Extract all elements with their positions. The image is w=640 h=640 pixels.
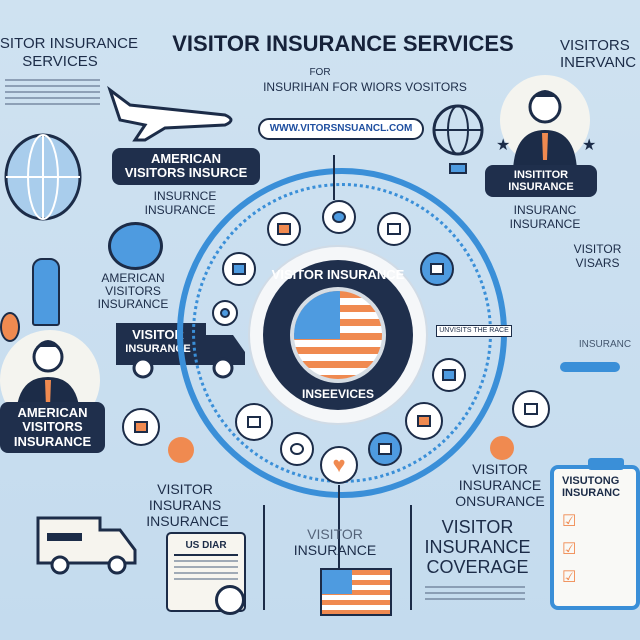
coverage-heading-3: COVERAGE bbox=[426, 557, 529, 577]
text-lines-top-left bbox=[5, 75, 100, 109]
heart-icon[interactable]: ♥ bbox=[320, 446, 358, 484]
right-small-label: INSURANC bbox=[578, 339, 632, 350]
coverage-heading-1: VISITOR bbox=[441, 517, 514, 537]
right-visas-2: VISARS bbox=[575, 256, 620, 270]
left-sub-2: INSURANCE bbox=[144, 203, 216, 217]
badge-line: INSITITOR bbox=[513, 169, 569, 181]
chart-icon[interactable] bbox=[122, 408, 160, 446]
bottom-mid-left-3: INSURANCE bbox=[146, 513, 229, 529]
connector-line bbox=[410, 505, 412, 610]
badge-line: AMERICAN bbox=[150, 151, 222, 166]
traveler-icon bbox=[32, 258, 60, 326]
shop-icon[interactable] bbox=[222, 252, 256, 286]
bottom-right-top-1: VISITOR bbox=[472, 461, 528, 477]
plane-small-icon[interactable] bbox=[368, 432, 402, 466]
bottom-center-2: INSURANCE bbox=[293, 542, 377, 558]
person-icon bbox=[513, 90, 577, 170]
connector-line bbox=[333, 155, 335, 200]
badge-line: VISITORS INSURCE bbox=[124, 165, 248, 181]
top-right-heading-2: INERVANC bbox=[560, 54, 637, 71]
badge-line: AMERICAN bbox=[17, 405, 88, 420]
connector-line bbox=[338, 485, 340, 610]
center-label-box: UNVISITS THE RACE bbox=[436, 325, 512, 337]
cart-icon[interactable] bbox=[168, 437, 194, 463]
monitor-icon[interactable] bbox=[432, 358, 466, 392]
bottom-right-top-3: ONSURANCE bbox=[455, 493, 545, 509]
city-icon[interactable] bbox=[420, 252, 454, 286]
tv-icon[interactable] bbox=[235, 403, 273, 441]
bottom-right-top-2: INSURANCE bbox=[458, 477, 542, 493]
left-mid-2: VISITORS bbox=[105, 284, 161, 298]
clipboard-clip bbox=[588, 458, 624, 470]
heart-glyph: ♥ bbox=[332, 452, 346, 477]
globe-icon bbox=[4, 133, 82, 221]
right-sub-1: INSURANC bbox=[513, 203, 577, 217]
right-sub-2: INSURANCE bbox=[509, 217, 581, 231]
badge-line: VISITORS bbox=[22, 419, 83, 435]
star-icon: ★ bbox=[582, 137, 597, 154]
van-icon bbox=[36, 516, 137, 575]
bottom-mid-left-2: INSURANS bbox=[148, 497, 222, 513]
checkbox-item[interactable]: ☑ bbox=[562, 513, 577, 530]
clipboard-title-1: VISUTONG bbox=[562, 475, 620, 487]
clipboard-checklist: VISUTONG INSURANC ☑ ☑ ☑ bbox=[550, 465, 640, 610]
flag-canton bbox=[322, 570, 352, 594]
emblem-icon bbox=[108, 222, 163, 270]
center-subtitle: INSEEVICES bbox=[301, 387, 375, 401]
document-lines bbox=[174, 560, 238, 580]
clipboard-title-2: INSURANC bbox=[562, 487, 621, 499]
top-left-heading-1: VISITOR INSURANCE bbox=[0, 35, 138, 52]
left-sub-1: INSURNCE bbox=[153, 189, 217, 203]
truck-label-1: VISITOR bbox=[132, 327, 184, 342]
center-title: VISITOR INSURANCE bbox=[271, 267, 405, 282]
star-icon: ★ bbox=[496, 137, 511, 154]
top-right-heading-1: VISITORS bbox=[560, 37, 630, 54]
helmet-icon[interactable] bbox=[322, 200, 356, 234]
left-mid-3: INSURANCE bbox=[97, 297, 169, 311]
right-visas-1: VISITOR bbox=[573, 242, 622, 256]
document-icon[interactable] bbox=[377, 212, 411, 246]
coverage-text-lines bbox=[425, 582, 525, 604]
badge-line: INSURANCE bbox=[508, 181, 574, 194]
checkbox-item[interactable]: ☑ bbox=[562, 541, 577, 558]
document-card-title: US DIAR bbox=[174, 540, 238, 556]
left-mid-1: AMERICAN bbox=[101, 271, 165, 285]
connector-line bbox=[263, 505, 265, 610]
checkbox-item[interactable]: ☑ bbox=[562, 569, 577, 586]
building-icon[interactable] bbox=[405, 402, 443, 440]
globe-stand-icon bbox=[432, 104, 484, 174]
airplane-icon bbox=[107, 85, 233, 142]
subtitle: INSURIHAN FOR WIORS VOSITORS bbox=[263, 80, 467, 94]
bottom-mid-left-1: VISITOR bbox=[157, 481, 213, 497]
billboard-icon[interactable] bbox=[267, 212, 301, 246]
us-flag-circle bbox=[290, 287, 386, 383]
bank-icon[interactable] bbox=[512, 390, 550, 428]
coverage-heading-2: INSURANCE bbox=[424, 537, 531, 557]
bottom-center-1: VISITOR bbox=[307, 526, 363, 542]
globe-small-icon[interactable] bbox=[212, 300, 238, 326]
main-title: VISITOR INSURANCE SERVICES bbox=[172, 31, 514, 56]
passport-icon[interactable] bbox=[280, 432, 314, 466]
us-flag-icon bbox=[320, 568, 392, 616]
for-label: FOR bbox=[309, 67, 331, 78]
right-pill-button bbox=[560, 362, 620, 372]
badge-line: INSURANCE bbox=[13, 433, 92, 449]
coin-icon bbox=[0, 312, 20, 342]
seal-icon bbox=[215, 585, 245, 615]
truck-label-2: INSURANCE bbox=[125, 343, 191, 355]
orange-dot-icon[interactable] bbox=[490, 436, 514, 460]
top-left-heading-2: SERVICES bbox=[22, 53, 98, 70]
website-link[interactable]: WWW.VITORSNSUANCL.COM bbox=[258, 118, 424, 140]
